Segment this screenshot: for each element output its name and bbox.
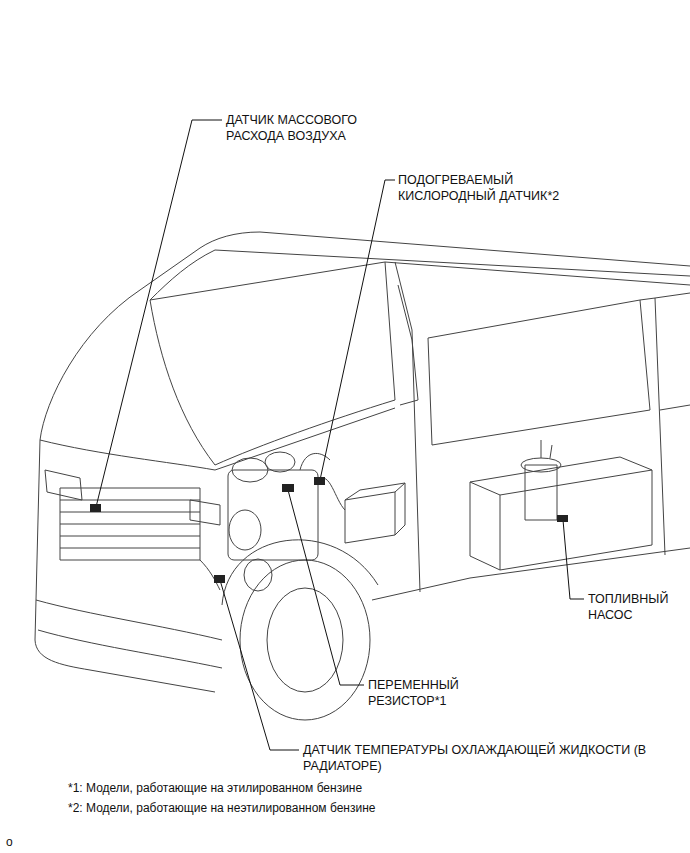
part-label: ДАТЧИК ТЕМПЕРАТУРЫ ОХЛАЖДАЮЩЕЙ ЖИДКОСТИ … [303, 742, 685, 774]
fuel-tank [470, 457, 652, 570]
headlight [45, 470, 220, 525]
bumper [36, 600, 222, 668]
radiator-fins [60, 500, 200, 548]
leader-line [220, 580, 299, 750]
side-window [428, 300, 650, 445]
engine-pulley [244, 559, 272, 591]
footnote: *2: Модели, работающие на неэтилированно… [68, 800, 668, 816]
wheel-hub [267, 588, 343, 692]
leader-line [96, 120, 222, 507]
engine-part [232, 458, 268, 482]
windshield [150, 262, 395, 465]
part-marker [557, 515, 568, 522]
fuel-pump-flange [521, 458, 561, 472]
part-label: ПОДОГРЕВАЕМЫЙ КИСЛОРОДНЫЙ ДАТЧИК*2 [398, 172, 563, 204]
part-marker [90, 504, 101, 512]
battery [345, 483, 405, 543]
rear-window [655, 293, 690, 410]
van-front [35, 440, 215, 692]
engine-block [228, 470, 318, 560]
leader-line [288, 490, 364, 685]
fuel-pump-tube [541, 440, 552, 458]
fuel-pump [525, 465, 557, 520]
footnote: *1: Модели, работающие на этилированном … [68, 780, 668, 796]
leader-line [563, 520, 584, 599]
part-label: ТОПЛИВНЫЙ НАСОС [588, 591, 684, 623]
van-roof [40, 232, 690, 440]
page-mark: o [6, 834, 46, 850]
radiator [60, 488, 200, 560]
engine-part [265, 452, 295, 472]
front-wheel [240, 560, 370, 720]
part-label: ПЕРЕМЕННЫЙ РЕЗИСТОР*1 [368, 677, 480, 709]
door-window [398, 285, 418, 405]
van-roof-edge [150, 250, 690, 300]
part-label: ДАТЧИК МАССОВОГО РАСХОДА ВОЗДУХА [226, 112, 376, 144]
engine-pulley [229, 510, 261, 550]
leader-line [320, 180, 395, 480]
engine-pipe [300, 453, 345, 510]
part-marker [314, 477, 325, 485]
front-door [385, 262, 690, 592]
part-marker [214, 575, 225, 583]
part-marker [282, 484, 294, 492]
